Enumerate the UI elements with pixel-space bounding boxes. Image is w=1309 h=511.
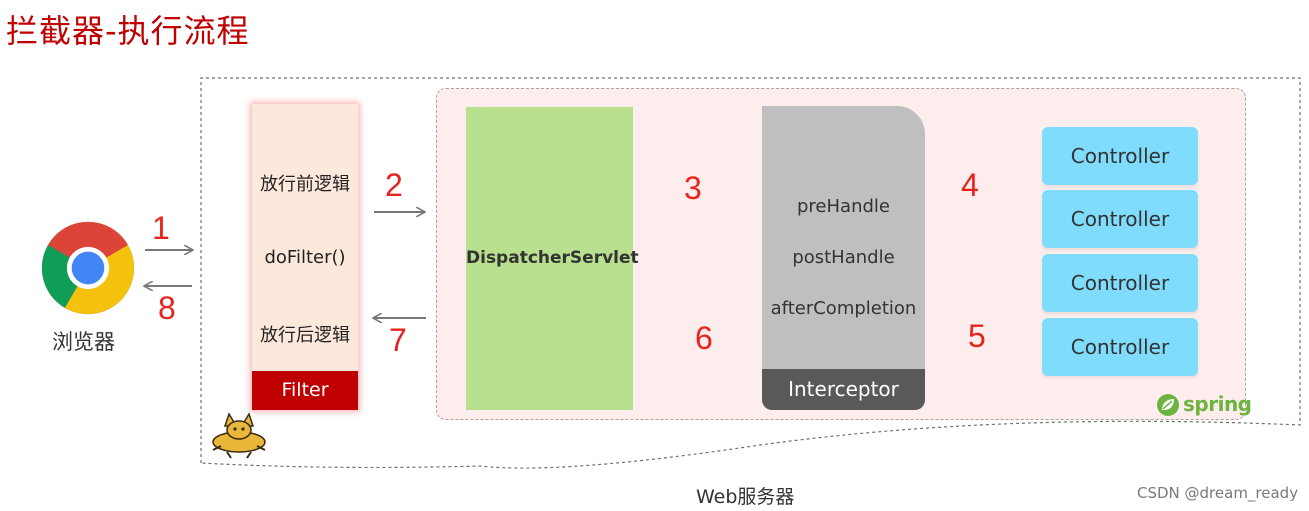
step-number: 7 <box>389 322 407 358</box>
spring-leaf-icon <box>1157 394 1179 416</box>
step-number: 3 <box>684 170 702 206</box>
interceptor-label: Interceptor <box>762 369 925 410</box>
web-server-boundary <box>200 77 1301 469</box>
filter-label: Filter <box>252 371 358 410</box>
step-number: 4 <box>961 167 979 203</box>
browser-label: 浏览器 <box>52 330 115 354</box>
filter-after-logic: 放行后逻辑 <box>260 325 350 346</box>
controller-box: Controller <box>1042 190 1198 248</box>
page-title: 拦截器-执行流程 <box>6 12 250 50</box>
filter-before-logic: 放行前逻辑 <box>260 174 350 195</box>
step-number: 1 <box>152 210 170 246</box>
controller-box: Controller <box>1042 318 1198 376</box>
step-number: 5 <box>968 318 986 354</box>
dispatcher-servlet: DispatcherServlet <box>466 107 639 410</box>
interceptor-block: preHandle postHandle afterCompletion Int… <box>762 106 925 410</box>
step-number: 6 <box>695 320 713 356</box>
web-server-label: Web服务器 <box>696 486 795 508</box>
filter-block: 放行前逻辑 doFilter() 放行后逻辑 Filter <box>252 104 358 410</box>
spring-logo-text: spring <box>1183 392 1252 416</box>
controller-box: Controller <box>1042 254 1198 312</box>
chrome-icon <box>41 221 135 315</box>
interceptor-posthandle: postHandle <box>792 247 895 268</box>
interceptor-prehandle: preHandle <box>797 196 890 217</box>
tomcat-icon <box>212 412 266 459</box>
step-number: 2 <box>385 167 403 203</box>
interceptor-aftercompletion: afterCompletion <box>770 298 917 319</box>
controller-box: Controller <box>1042 127 1198 185</box>
step-number: 8 <box>158 290 176 326</box>
filter-dofilter: doFilter() <box>264 247 346 268</box>
watermark: CSDN @dream_ready <box>1137 484 1299 502</box>
